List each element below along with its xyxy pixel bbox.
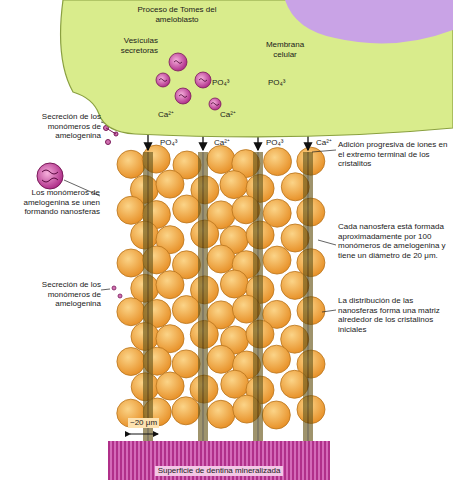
ion-label: PO₄³: [268, 78, 286, 88]
dimension-arrow: [130, 434, 158, 435]
cytoplasm-region: [285, 0, 453, 43]
crystallite-strand: [307, 152, 308, 442]
crystallite-strand: [200, 152, 201, 442]
secretory-vesicle: [195, 72, 211, 88]
crystallite-strand: [143, 152, 144, 442]
nanosphere: [156, 372, 184, 400]
vesicle-content: [174, 61, 182, 64]
nanosphere: [207, 345, 235, 373]
nanosphere: [297, 297, 325, 325]
vesicle-content: [211, 103, 219, 106]
dentin-band: Superficie de dentina mineralizada: [108, 441, 330, 480]
crystallite-strand: [147, 152, 148, 442]
nanosphere: [131, 323, 159, 351]
nanosphere: [264, 148, 292, 176]
callout-text: La distribución de las nanosferas forma …: [338, 296, 448, 334]
crystallite-strand: [204, 152, 205, 442]
crystallite-strand: [151, 152, 152, 442]
vesicle-content: [179, 95, 187, 98]
nanosphere: [207, 146, 235, 174]
cell-membrane: [61, 0, 453, 137]
secretory-vesicle: [175, 88, 191, 104]
amelogenin-monomers: [112, 286, 122, 298]
nanosphere: [117, 298, 145, 326]
nanosphere: [190, 320, 218, 348]
nanosphere: [281, 271, 309, 299]
nanosphere: [297, 396, 325, 424]
nanosphere: [156, 271, 184, 299]
crystallite-strand: [311, 152, 312, 442]
cell-outline: [55, 0, 453, 142]
crystallite-strand: [202, 152, 203, 442]
ameloblast-cell: Proceso de Tomes del ameloblasto: [55, 0, 453, 142]
nanosphere: [172, 296, 200, 324]
nanosphere: [262, 401, 290, 429]
ion-label: Ca²⁺: [214, 138, 230, 148]
nanosphere: [281, 224, 309, 252]
nanosphere: [117, 348, 145, 376]
secretory-vesicle: [209, 98, 221, 110]
secretory-vesicle: [169, 53, 187, 71]
callout-text: Adición progresiva de iones en el extrem…: [338, 140, 448, 169]
ion-label: PO₄³: [212, 78, 230, 88]
crystallite-strand: [259, 152, 260, 442]
cell-title: Proceso de Tomes del ameloblasto: [137, 5, 217, 24]
ion-label: Ca²⁺: [158, 110, 174, 120]
callout-text: Vesículas secretoras: [112, 36, 158, 55]
nanosphere: [263, 246, 291, 274]
nanosphere: [117, 249, 145, 277]
dentin-label: Superficie de dentina mineralizada: [155, 466, 284, 476]
crystallite-strand: [309, 152, 310, 442]
crystallite-strand: [206, 152, 207, 442]
nanosphere: [297, 198, 325, 226]
nanosphere: [117, 150, 145, 178]
nanosphere: [117, 196, 145, 224]
crystallite-strand: [198, 152, 199, 442]
callout-text: Cada nanosfera está formada aproximadame…: [338, 222, 448, 260]
nanosphere: [143, 347, 171, 375]
nanosphere: [263, 345, 291, 373]
nanosphere: [221, 370, 249, 398]
nanosphere: [143, 246, 171, 274]
crystallite-strand: [255, 152, 256, 442]
ion-label: Ca²⁺: [316, 138, 332, 148]
dimension-label: ~20 μm: [128, 418, 159, 428]
nanosphere: [156, 170, 184, 198]
ion-label: Ca²⁺: [220, 110, 236, 120]
secretory-vesicle: [156, 73, 170, 87]
vesicle-content: [159, 79, 167, 82]
crystallite-strand: [303, 152, 304, 442]
nanosphere: [190, 375, 218, 403]
callout-text: Membrana celular: [255, 40, 315, 59]
vesicle-content: [199, 79, 207, 82]
forming-nanosphere: [37, 163, 63, 189]
nanosphere: [207, 400, 235, 428]
crystallite-strand: [305, 152, 306, 442]
nanosphere: [131, 373, 159, 401]
nanosphere: [173, 195, 201, 223]
ion-label: PO₄³: [160, 138, 178, 148]
nanosphere: [220, 270, 248, 298]
nanosphere: [220, 171, 248, 199]
nanosphere: [172, 397, 200, 425]
crystallite-strand: [145, 152, 146, 442]
crystallites: [144, 152, 312, 442]
ion-label: PO₄³: [266, 138, 284, 148]
crystallite-strand: [253, 152, 254, 442]
callout-text: Secreción de los monómeros de amelogenin…: [4, 280, 101, 309]
nanosphere: [207, 245, 235, 273]
crystallite-strand: [149, 152, 150, 442]
nanosphere: [281, 173, 309, 201]
crystallite-strand: [257, 152, 258, 442]
crystallite-strand: [261, 152, 262, 442]
callout-text: Los monómeros de amelogenina se unen for…: [4, 188, 100, 217]
callout-text: Secreción de los monómeros de amelogenin…: [4, 112, 101, 141]
